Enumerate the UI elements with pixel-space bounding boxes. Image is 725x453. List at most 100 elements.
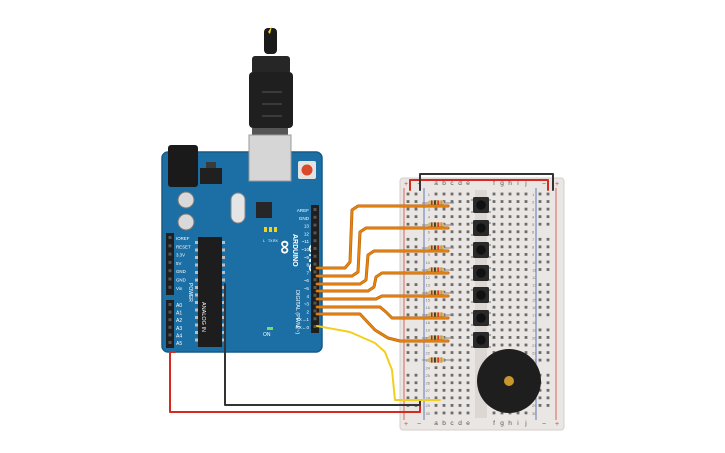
rail-hole[interactable] bbox=[538, 336, 542, 339]
breadboard-hole[interactable] bbox=[466, 328, 470, 332]
pushbutton[interactable] bbox=[471, 310, 491, 326]
header-hole[interactable] bbox=[168, 310, 172, 314]
breadboard-hole[interactable] bbox=[516, 230, 520, 234]
breadboard-hole[interactable] bbox=[524, 245, 528, 249]
breadboard-hole[interactable] bbox=[458, 388, 462, 392]
breadboard-hole[interactable] bbox=[508, 207, 512, 211]
rail-hole[interactable] bbox=[546, 298, 550, 302]
button-cap[interactable] bbox=[476, 335, 486, 345]
breadboard-hole[interactable] bbox=[500, 275, 504, 279]
rail-hole[interactable] bbox=[546, 404, 550, 407]
breadboard-hole[interactable] bbox=[524, 305, 528, 309]
reset-button[interactable] bbox=[301, 164, 313, 176]
breadboard-hole[interactable] bbox=[492, 192, 496, 196]
button-wire[interactable] bbox=[316, 313, 449, 342]
breadboard-hole[interactable] bbox=[458, 268, 462, 271]
header-hole[interactable] bbox=[168, 244, 172, 248]
breadboard-hole[interactable] bbox=[524, 215, 528, 219]
rail-hole[interactable] bbox=[414, 343, 418, 347]
header-hole[interactable] bbox=[168, 236, 172, 239]
breadboard-hole[interactable] bbox=[450, 320, 454, 324]
resistor[interactable] bbox=[422, 290, 454, 296]
rail-hole[interactable] bbox=[406, 313, 410, 317]
breadboard-hole[interactable] bbox=[516, 253, 520, 256]
rail-hole[interactable] bbox=[546, 283, 550, 286]
rail-hole[interactable] bbox=[538, 313, 542, 317]
rail-hole[interactable] bbox=[538, 237, 542, 241]
breadboard-hole[interactable] bbox=[458, 381, 462, 385]
rail-hole[interactable] bbox=[406, 358, 410, 362]
usb-b-port[interactable] bbox=[248, 134, 292, 182]
resistor[interactable] bbox=[422, 312, 454, 318]
rail-hole[interactable] bbox=[406, 260, 410, 264]
breadboard-hole[interactable] bbox=[450, 381, 454, 385]
breadboard-hole[interactable] bbox=[434, 320, 438, 324]
header-hole[interactable] bbox=[313, 208, 317, 211]
breadboard-hole[interactable] bbox=[492, 268, 496, 271]
breadboard-hole[interactable] bbox=[466, 245, 470, 249]
breadboard-hole[interactable] bbox=[458, 305, 462, 309]
breadboard-hole[interactable] bbox=[442, 298, 446, 302]
breadboard-hole[interactable] bbox=[466, 388, 470, 392]
breadboard-hole[interactable] bbox=[442, 366, 446, 370]
pushbutton[interactable] bbox=[471, 220, 491, 236]
breadboard-hole[interactable] bbox=[458, 192, 462, 196]
rail-hole[interactable] bbox=[546, 237, 550, 241]
breadboard-hole[interactable] bbox=[500, 207, 504, 211]
rail-hole[interactable] bbox=[538, 192, 542, 196]
breadboard-hole[interactable] bbox=[492, 260, 496, 264]
breadboard-hole[interactable] bbox=[508, 283, 512, 286]
rail-hole[interactable] bbox=[406, 253, 410, 256]
breadboard-hole[interactable] bbox=[466, 268, 470, 271]
breadboard-hole[interactable] bbox=[450, 366, 454, 370]
breadboard-hole[interactable] bbox=[500, 290, 504, 294]
breadboard-hole[interactable] bbox=[450, 275, 454, 279]
rail-hole[interactable] bbox=[406, 245, 410, 249]
breadboard-hole[interactable] bbox=[466, 396, 470, 400]
breadboard-hole[interactable] bbox=[524, 268, 528, 271]
header-hole[interactable] bbox=[168, 303, 172, 306]
breadboard-hole[interactable] bbox=[466, 260, 470, 264]
breadboard-hole[interactable] bbox=[466, 253, 470, 256]
breadboard-hole[interactable] bbox=[508, 290, 512, 294]
breadboard-hole[interactable] bbox=[492, 245, 496, 249]
rail-hole[interactable] bbox=[546, 396, 550, 400]
rail-hole[interactable] bbox=[538, 298, 542, 302]
breadboard-hole[interactable] bbox=[458, 245, 462, 249]
breadboard-hole[interactable] bbox=[516, 275, 520, 279]
breadboard-hole[interactable] bbox=[434, 275, 438, 279]
breadboard-hole[interactable] bbox=[508, 230, 512, 234]
breadboard-hole[interactable] bbox=[442, 245, 446, 249]
breadboard-hole[interactable] bbox=[492, 283, 496, 286]
breadboard-hole[interactable] bbox=[450, 351, 454, 354]
button-cap[interactable] bbox=[476, 223, 486, 233]
breadboard-hole[interactable] bbox=[492, 298, 496, 302]
breadboard-hole[interactable] bbox=[524, 298, 528, 302]
rail-hole[interactable] bbox=[414, 268, 418, 271]
header-hole[interactable] bbox=[313, 286, 317, 289]
rail-hole[interactable] bbox=[546, 358, 550, 362]
breadboard-hole[interactable] bbox=[524, 237, 528, 241]
breadboard-hole[interactable] bbox=[450, 283, 454, 286]
breadboard-hole[interactable] bbox=[450, 336, 454, 339]
rail-hole[interactable] bbox=[538, 305, 542, 309]
breadboard-hole[interactable] bbox=[466, 343, 470, 347]
wire-buzzer-yellow[interactable] bbox=[316, 325, 441, 401]
header-hole[interactable] bbox=[168, 252, 172, 256]
breadboard-hole[interactable] bbox=[442, 351, 446, 354]
rail-hole[interactable] bbox=[414, 358, 418, 362]
rail-hole[interactable] bbox=[414, 328, 418, 332]
breadboard-hole[interactable] bbox=[500, 245, 504, 249]
button-cap[interactable] bbox=[476, 245, 486, 255]
breadboard-hole[interactable] bbox=[492, 343, 496, 347]
breadboard-hole[interactable] bbox=[516, 305, 520, 309]
breadboard-hole[interactable] bbox=[442, 305, 446, 309]
breadboard-hole[interactable] bbox=[434, 373, 438, 377]
header-hole[interactable] bbox=[313, 317, 317, 321]
breadboard-hole[interactable] bbox=[500, 222, 504, 226]
breadboard-hole[interactable] bbox=[516, 207, 520, 211]
breadboard-hole[interactable] bbox=[450, 245, 454, 249]
breadboard-hole[interactable] bbox=[500, 260, 504, 264]
resistor[interactable] bbox=[422, 357, 454, 363]
resistors[interactable] bbox=[422, 200, 454, 363]
